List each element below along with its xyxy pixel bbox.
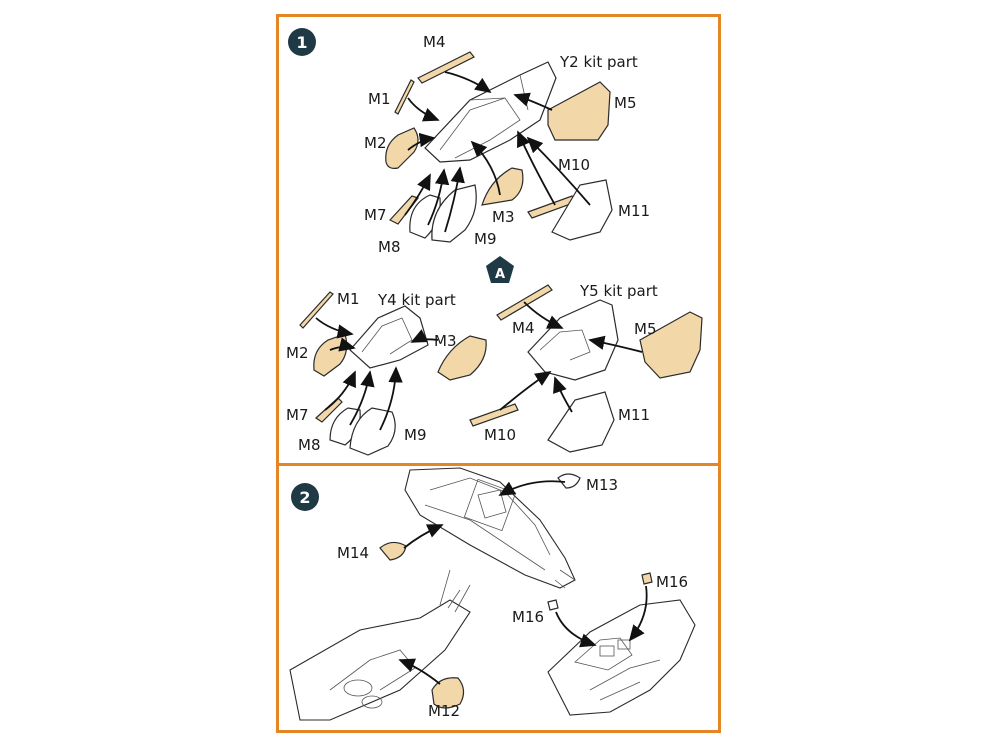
label-m3-left: M3 [434,332,457,350]
part-m3-top [481,167,524,206]
part-m2-top [385,127,419,169]
rear-cockpit-view: M12 [289,569,471,721]
part-m3-left [437,335,487,381]
rear-section-detail [547,599,696,716]
rear-fuselage [289,599,471,721]
label-m10-right: M10 [484,426,516,444]
label-m7-top: M7 [364,206,387,224]
label-m9-left: M9 [404,426,427,444]
part-m4-top [417,51,475,84]
step-2-number: 2 [299,488,310,507]
label-m11-right: M11 [618,406,650,424]
label-m5-top: M5 [614,94,637,112]
top-assembly-y2: M4 Y2 kit part M1 M5 M2 M10 M7 M3 M11 M8… [364,33,650,256]
label-m8-top: M8 [378,238,401,256]
part-m16-left [547,599,559,611]
part-m9-top [431,184,477,243]
part-m16-right [641,572,653,585]
label-m16-left: M16 [512,608,544,626]
part-m11-top [551,179,613,241]
step-1-number: 1 [296,33,307,52]
label-m2-left: M2 [286,344,309,362]
canopy-y4 [349,305,429,369]
part-m10-right [469,403,519,427]
part-m5-top [547,81,611,141]
step-2-badge: 2 [291,483,319,511]
label-m1-top: M1 [368,90,391,108]
canopy-y5 [527,299,619,381]
part-m13 [557,473,581,489]
cockpit-nose-view: M13 M14 [337,467,618,589]
label-m16-right: M16 [656,573,688,591]
kit-part-y4: Y4 kit part [377,291,456,309]
fuselage-nose [404,467,576,589]
part-m5-right [639,311,703,379]
label-m12: M12 [428,702,460,720]
label-m4-right: M4 [512,319,535,337]
label-m14: M14 [337,544,369,562]
part-m1-left [299,291,334,329]
part-m1-top [394,79,415,115]
canopy-y2 [424,61,557,163]
kit-part-y5: Y5 kit part [579,282,658,300]
part-m11-right [547,391,615,453]
right-assembly-y5: Y5 kit part M4 M5 M11 M10 [469,282,703,453]
label-m3-top: M3 [492,208,515,226]
label-m13: M13 [586,476,618,494]
variant-a-marker: A [486,256,514,283]
label-m8-left: M8 [298,436,321,454]
label-m11-top: M11 [618,202,650,220]
variant-letter: A [495,267,505,282]
part-m7-top [389,195,419,225]
label-m7-left: M7 [286,406,309,424]
label-m1-left: M1 [337,290,360,308]
label-m2-top: M2 [364,134,387,152]
label-m9-top: M9 [474,230,497,248]
label-m4-top: M4 [423,33,446,51]
part-m12 [431,677,465,709]
instrument-detail-view: M16 M16 [512,572,696,716]
left-assembly-y4: M1 Y4 kit part M3 M2 M7 M8 M9 [286,290,487,456]
step-1-badge: 1 [288,28,316,56]
part-m2-left [313,333,348,377]
kit-part-y2: Y2 kit part [559,53,638,71]
label-m10-top: M10 [558,156,590,174]
label-m5-right: M5 [634,320,657,338]
part-m14 [379,541,407,561]
